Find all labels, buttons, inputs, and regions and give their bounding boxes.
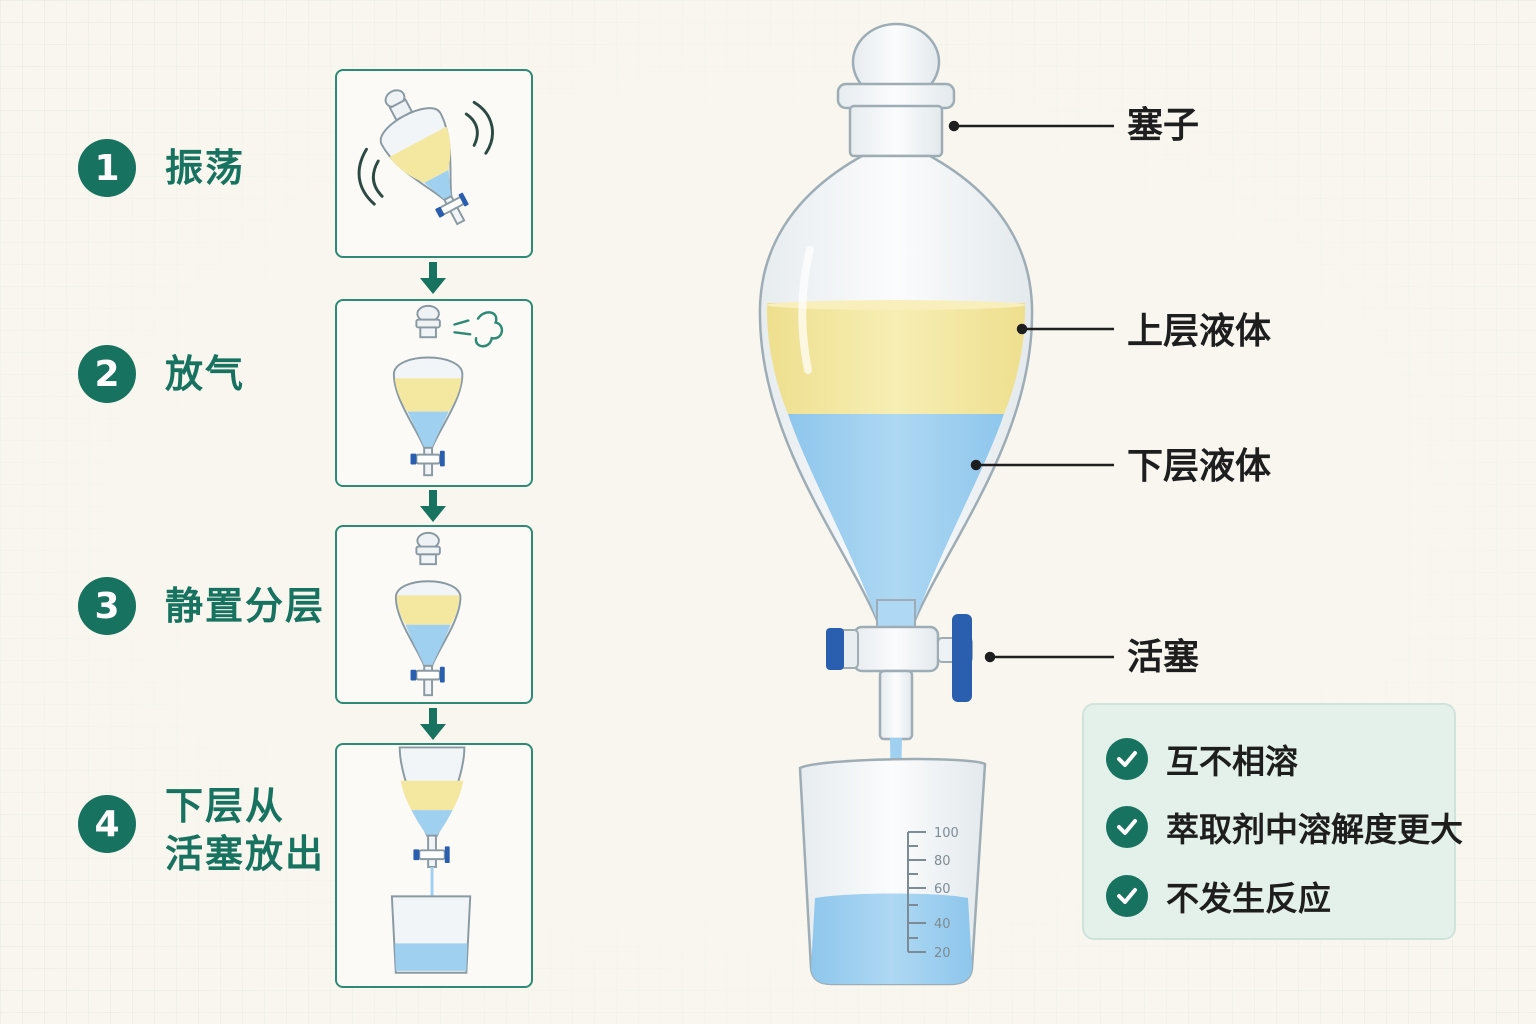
step-3-illustration [335,525,533,704]
step-1-illustration [335,69,533,258]
upper-liquid-label: 上层液体 [1127,311,1272,352]
stopper-label: 塞子 [1127,105,1200,146]
down-arrow-icon [420,490,446,522]
stopper [836,22,956,158]
step-2-badge: 2 [78,345,136,403]
criteria-item: 互不相溶 [1106,735,1298,783]
down-arrow-icon [420,262,446,294]
step-4-illustration [335,743,533,988]
step-1-badge: 1 [78,139,136,197]
step-3-label: 静置分层 [165,584,326,628]
down-arrow-icon [420,708,446,740]
check-icon [1106,738,1148,780]
check-icon [1106,806,1148,848]
upper-liquid-surface [767,300,1025,310]
step-1-label: 振荡 [165,146,246,190]
beaker-mark-40: 40 [934,917,951,932]
criteria-item: 萃取剂中溶解度更大 [1106,803,1463,851]
lower-liquid-label: 下层液体 [1127,446,1272,487]
criteria-text: 互不相溶 [1166,742,1298,781]
check-icon [1106,875,1148,917]
upper-liquid-layer [766,303,1026,414]
beaker-mark-100: 100 [934,826,959,841]
beaker-mark-60: 60 [934,882,951,897]
extraction-criteria-card: 互不相溶 萃取剂中溶解度更大 不发生反应 [1082,703,1463,940]
criteria-text: 不发生反应 [1166,879,1331,918]
step-3-badge: 3 [78,577,136,635]
lower-liquid-layer [788,414,1004,620]
step-4-label: 下层从 活塞放出 [165,784,326,876]
beaker-mark-20: 20 [934,946,951,961]
step-2-label: 放气 [165,352,246,396]
stopcock [826,614,973,702]
step-2-illustration [335,299,533,487]
step-4-badge: 4 [78,795,136,853]
stopcock-label: 活塞 [1127,637,1200,678]
beaker: 100 80 60 40 20 [798,757,987,986]
criteria-text: 萃取剂中溶解度更大 [1166,810,1463,849]
criteria-item: 不发生反应 [1106,872,1331,920]
beaker-mark-80: 80 [934,854,951,869]
